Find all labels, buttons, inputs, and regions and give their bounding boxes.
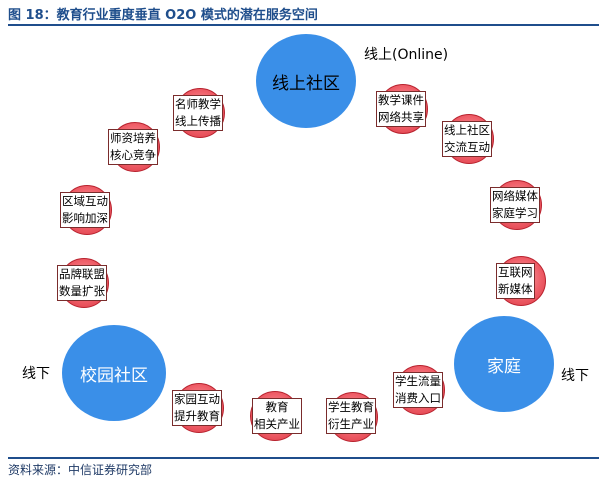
node-label: 区域互动影响加深 [60, 192, 110, 228]
node-label: 互联网新媒体 [496, 263, 535, 299]
node-label: 学生教育衍生产业 [326, 398, 376, 434]
node-label: 师资培养核心竞争 [108, 129, 158, 165]
hub-home-label: 家庭 [487, 356, 521, 377]
node-label: 家园互动提升教育 [172, 390, 222, 426]
hub-online-community: 线上社区 [256, 34, 356, 128]
hub-campus-community: 校园社区 [62, 325, 166, 421]
hub-home: 家庭 [454, 316, 554, 412]
offline-tag-right: 线下 [561, 368, 589, 384]
figure-source: 资料来源：中信证券研究部 [8, 463, 153, 477]
node-label: 名师教学线上传播 [173, 95, 223, 131]
node-label: 网络媒体家庭学习 [490, 187, 540, 223]
figure-title: 图 18：教育行业重度垂直 O2O 模式的潜在服务空间 [8, 8, 318, 23]
source-rule [8, 457, 599, 459]
node-label: 教育相关产业 [252, 398, 302, 434]
online-tag: 线上(Online) [364, 47, 449, 63]
node-label: 品牌联盟数量扩张 [57, 265, 107, 301]
hub-campus-community-label: 校园社区 [80, 365, 148, 386]
offline-tag-left: 线下 [22, 366, 50, 382]
hub-online-community-label: 线上社区 [272, 73, 340, 94]
title-rule [8, 24, 599, 26]
node-label: 教学课件网络共享 [376, 91, 426, 127]
node-label: 线上社区交流互动 [442, 121, 492, 157]
node-label: 学生流量消费入口 [393, 372, 443, 408]
